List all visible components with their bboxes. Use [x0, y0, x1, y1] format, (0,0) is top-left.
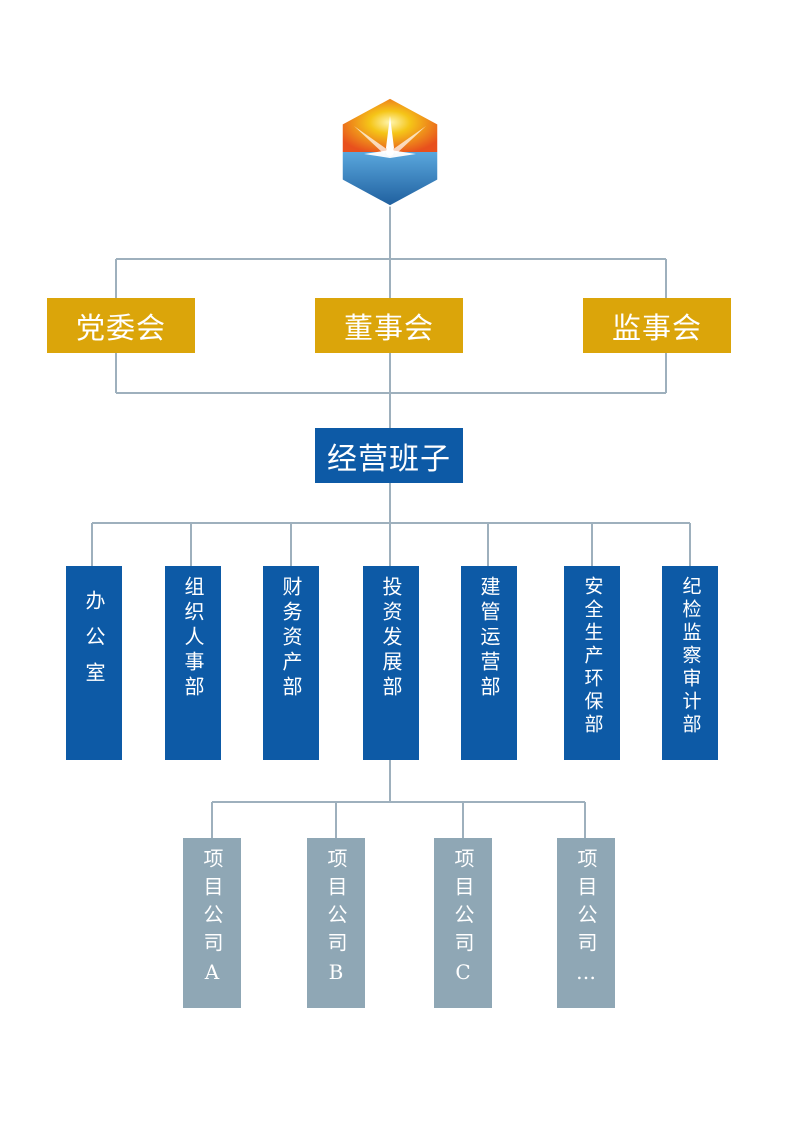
- department-box-discipline-audit: 纪检监察审计部: [662, 566, 718, 760]
- party-committee-label: 党委会: [75, 310, 166, 345]
- department-label: 建管运营部: [477, 576, 501, 701]
- board-of-directors-box: 董事会: [315, 298, 463, 353]
- department-label: 投资发展部: [379, 576, 403, 701]
- project-company-box-more: 项目公司…: [557, 838, 615, 1008]
- company-logo-icon: [341, 97, 439, 207]
- project-company-box-b: 项目公司B: [307, 838, 365, 1008]
- department-box-finance: 财务资产部: [263, 566, 319, 760]
- department-box-hr: 组织人事部: [165, 566, 221, 760]
- department-label: 办公室: [82, 590, 106, 698]
- project-company-label: 项目公司…: [574, 848, 598, 992]
- project-company-label: 项目公司C: [451, 848, 475, 992]
- department-label: 组织人事部: [181, 576, 205, 701]
- department-label: 安全生产环保部: [581, 576, 604, 737]
- project-company-label: 项目公司B: [324, 848, 348, 992]
- supervisory-board-box: 监事会: [583, 298, 731, 353]
- party-committee-box: 党委会: [47, 298, 195, 353]
- project-company-box-c: 项目公司C: [434, 838, 492, 1008]
- department-label: 财务资产部: [279, 576, 303, 701]
- supervisory-board-label: 监事会: [611, 310, 702, 345]
- project-company-box-a: 项目公司A: [183, 838, 241, 1008]
- department-box-safety: 安全生产环保部: [564, 566, 620, 760]
- department-label: 纪检监察审计部: [679, 576, 702, 737]
- board-of-directors-label: 董事会: [343, 310, 434, 345]
- project-company-label: 项目公司A: [200, 848, 224, 992]
- department-box-construction-operation: 建管运营部: [461, 566, 517, 760]
- management-team-label: 经营班子: [327, 441, 451, 477]
- department-box-office: 办公室: [66, 566, 122, 760]
- management-team-box: 经营班子: [315, 428, 463, 483]
- department-box-investment: 投资发展部: [363, 566, 419, 760]
